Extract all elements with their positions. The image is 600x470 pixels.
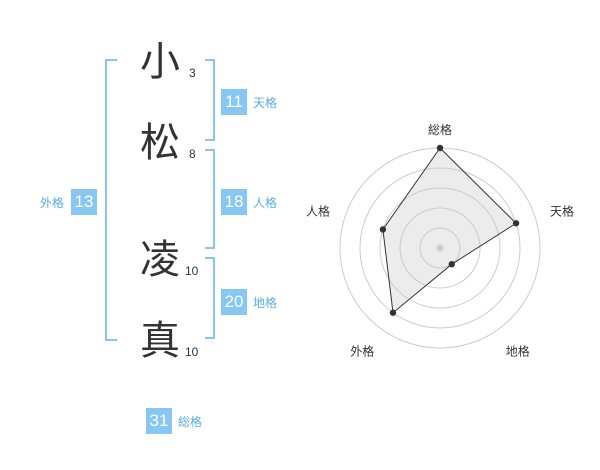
radar-grid-ring	[359, 167, 521, 329]
stroke-count-2: 8	[189, 147, 196, 161]
soukaku-label: 総格	[178, 415, 203, 429]
radar-axis-label-3: 地格	[506, 344, 530, 359]
jinkaku-badge: 18	[221, 189, 247, 215]
jinkaku-bracket	[205, 149, 215, 249]
name-char-4: 真	[140, 318, 180, 364]
name-char-3: 凌	[140, 237, 180, 283]
soukaku-badge: 31	[146, 408, 172, 434]
radar-axis-label-2: 天格	[550, 203, 574, 218]
stroke-count-1: 3	[189, 66, 196, 80]
tenkaku-bracket	[205, 59, 215, 141]
name-char-1: 小	[140, 39, 180, 85]
stroke-count-4: 10	[185, 345, 199, 359]
radar-grid-ring	[399, 207, 481, 289]
tenkaku-badge: 11	[221, 89, 247, 115]
radar-center-point	[436, 244, 444, 252]
gaikaku-label: 外格	[40, 196, 65, 210]
radar-axis-label-4: 外格	[350, 344, 374, 359]
radar-axis-label-5: 人格	[306, 203, 330, 218]
radar-grid-ring	[419, 227, 461, 269]
radar-point-3	[448, 260, 455, 268]
stroke-count-3: 10	[185, 264, 199, 278]
gaikaku-badge: 13	[71, 189, 97, 215]
tenkaku-label: 天格	[253, 96, 278, 110]
chikaku-badge: 20	[221, 289, 247, 315]
radar-data-polygon	[382, 147, 517, 314]
gaikaku-bracket	[105, 59, 117, 341]
radar-axis-label-1: 総格	[428, 122, 452, 137]
name-char-2: 松	[140, 120, 180, 166]
jinkaku-label: 人格	[253, 196, 278, 210]
radar-point-4	[389, 309, 397, 316]
radar-grid-ring	[379, 187, 501, 309]
chikaku-label: 地格	[253, 296, 278, 310]
chikaku-bracket	[205, 257, 215, 339]
radar-point-5	[379, 226, 387, 233]
radar-point-1	[436, 144, 444, 152]
radar-point-2	[512, 220, 520, 227]
